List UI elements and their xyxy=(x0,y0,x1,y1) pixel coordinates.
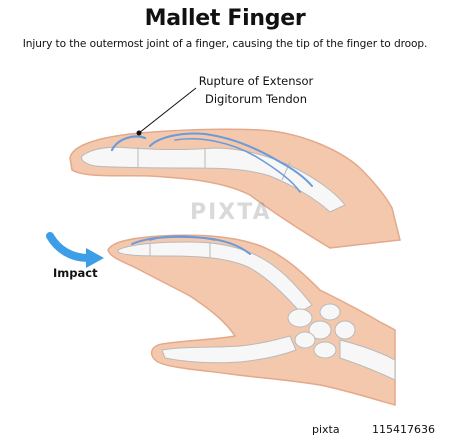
diagram-title: Mallet Finger xyxy=(144,6,306,31)
rupture-label: Rupture of Extensor Digitorum Tendon xyxy=(186,72,326,108)
diagram-subtitle: Injury to the outermost joint of a finge… xyxy=(22,38,428,50)
watermark: PIXTA xyxy=(190,200,272,225)
credit-image-id: 115417636 xyxy=(372,423,435,436)
rupture-label-line2: Digitorum Tendon xyxy=(204,92,308,106)
impact-label: Impact xyxy=(53,266,98,280)
impact-arrow xyxy=(46,232,104,268)
credit-bar xyxy=(0,421,450,439)
rupture-label-line1: Rupture of Extensor xyxy=(198,74,314,88)
upper-hand xyxy=(69,87,401,249)
credit-brand: pixta xyxy=(312,423,340,436)
lower-hand xyxy=(107,234,396,406)
